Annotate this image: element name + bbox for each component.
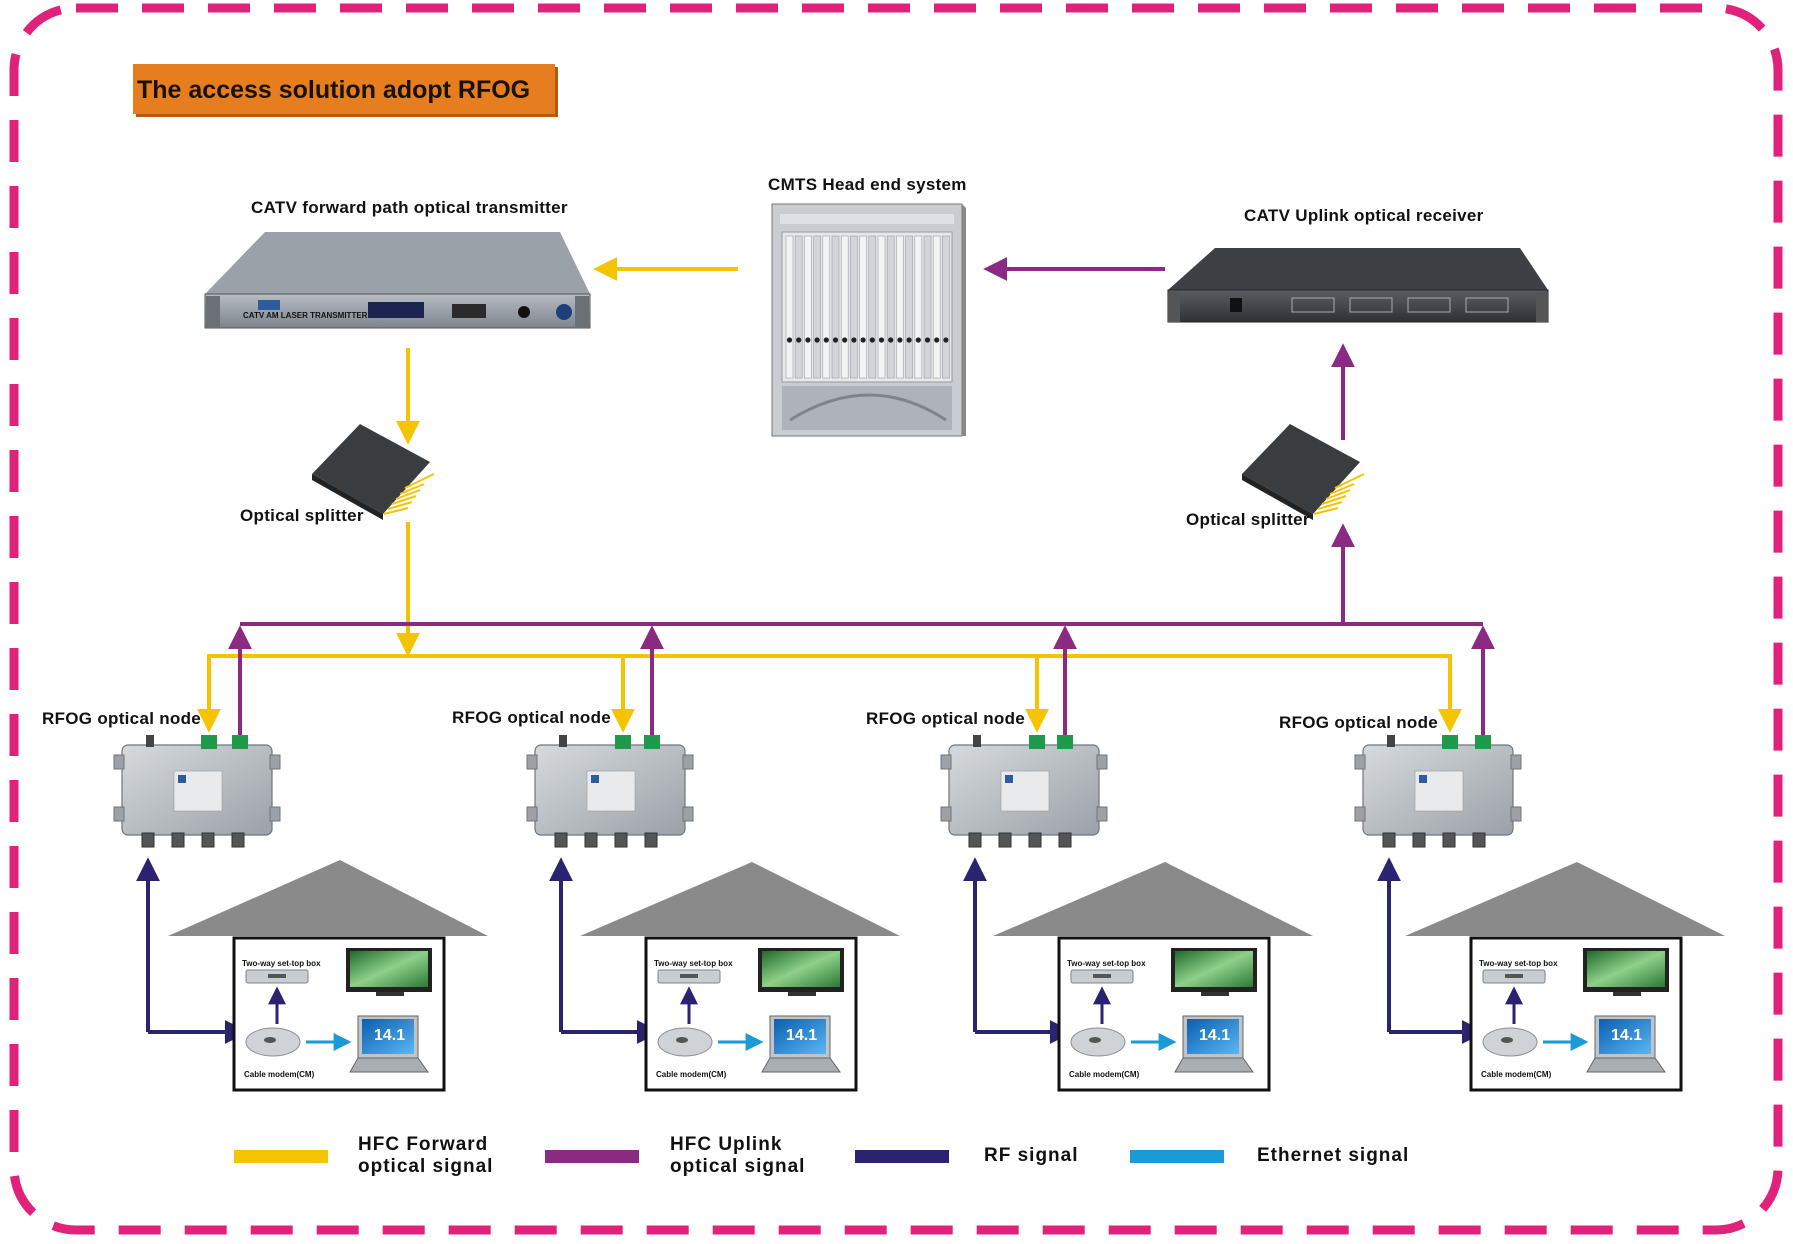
rfog-node-icon — [1354, 735, 1522, 848]
legend-uplink-line2: optical signal — [670, 1156, 806, 1177]
legend-forward-line2: optical signal — [358, 1156, 494, 1177]
modem-label: Cable modem(CM) — [1481, 1070, 1552, 1079]
laptop-screen-text: 14.1 — [374, 1027, 405, 1044]
optical-splitter-left-icon — [312, 424, 435, 520]
page-title: The access solution adopt RFOG — [137, 76, 531, 104]
laptop-icon: 14.1 — [761, 1015, 841, 1073]
optical-splitter-right-icon — [1242, 424, 1365, 520]
laptop-screen-text: 14.1 — [1611, 1027, 1642, 1044]
legend-forward: HFC Forward optical signal — [358, 1134, 493, 1178]
tv-icon — [346, 948, 432, 996]
rfog-node-icon — [940, 735, 1108, 848]
title-banner — [133, 64, 555, 114]
legend-uplink: HFC Uplink optical signal — [670, 1134, 805, 1178]
legend-swatch-ethernet — [1130, 1150, 1224, 1163]
set-top-box-icon — [657, 969, 721, 984]
legend-rf-line1: RF signal — [984, 1145, 1079, 1166]
node-label: RFOG optical node — [452, 708, 612, 727]
transmitter-label: CATV forward path optical transmitter — [251, 198, 568, 217]
tv-icon — [758, 948, 844, 996]
laptop-screen-text: 14.1 — [1199, 1027, 1230, 1044]
splitter-right-label: Optical splitter — [1186, 510, 1310, 529]
legend-rf: RF signal — [984, 1145, 1079, 1167]
set-top-box-icon — [1070, 969, 1134, 984]
legend-forward-line1: HFC Forward — [358, 1134, 489, 1155]
cmts-label: CMTS Head end system — [768, 175, 967, 194]
set-top-box-icon — [1482, 969, 1546, 984]
splitter-left-label: Optical splitter — [240, 506, 364, 525]
stb-label: Two-way set-top box — [1479, 959, 1558, 968]
tv-icon — [1583, 948, 1669, 996]
catv-receiver-icon — [1167, 248, 1549, 323]
modem-label: Cable modem(CM) — [244, 1070, 315, 1079]
tv-icon — [1171, 948, 1257, 996]
cable-modem-icon — [1482, 1027, 1538, 1057]
rfog-node-icon — [526, 735, 694, 848]
rfog-node-icon — [113, 735, 281, 848]
node-label: RFOG optical node — [42, 709, 202, 728]
legend-swatch-rf — [855, 1150, 949, 1163]
legend-ethernet: Ethernet signal — [1257, 1145, 1409, 1167]
legend-ethernet-line1: Ethernet signal — [1257, 1145, 1410, 1166]
stb-label: Two-way set-top box — [1067, 959, 1146, 968]
cmts-headend-icon — [771, 203, 966, 437]
cable-modem-icon — [1070, 1027, 1126, 1057]
set-top-box-icon — [245, 969, 309, 984]
receiver-label: CATV Uplink optical receiver — [1244, 206, 1484, 225]
laptop-icon: 14.1 — [1174, 1015, 1254, 1073]
cable-modem-icon — [657, 1027, 713, 1057]
stb-label: Two-way set-top box — [654, 959, 733, 968]
transmitter-panel-label: CATV AM LASER TRANSMITTER — [243, 311, 368, 320]
legend-swatch-forward — [234, 1150, 328, 1163]
catv-transmitter-icon: CATV AM LASER TRANSMITTER — [204, 232, 591, 329]
laptop-screen-text: 14.1 — [786, 1027, 817, 1044]
laptop-icon: 14.1 — [1586, 1015, 1666, 1073]
stb-label: Two-way set-top box — [242, 959, 321, 968]
node-label: RFOG optical node — [866, 709, 1026, 728]
laptop-icon: 14.1 — [349, 1015, 429, 1073]
dashed-border — [9, 3, 1783, 1235]
modem-label: Cable modem(CM) — [1069, 1070, 1140, 1079]
node-label: RFOG optical node — [1279, 713, 1439, 732]
legend-swatch-uplink — [545, 1150, 639, 1163]
cable-modem-icon — [245, 1027, 301, 1057]
legend-uplink-line1: HFC Uplink — [670, 1134, 783, 1155]
modem-label: Cable modem(CM) — [656, 1070, 727, 1079]
forward-bus — [207, 654, 1452, 700]
